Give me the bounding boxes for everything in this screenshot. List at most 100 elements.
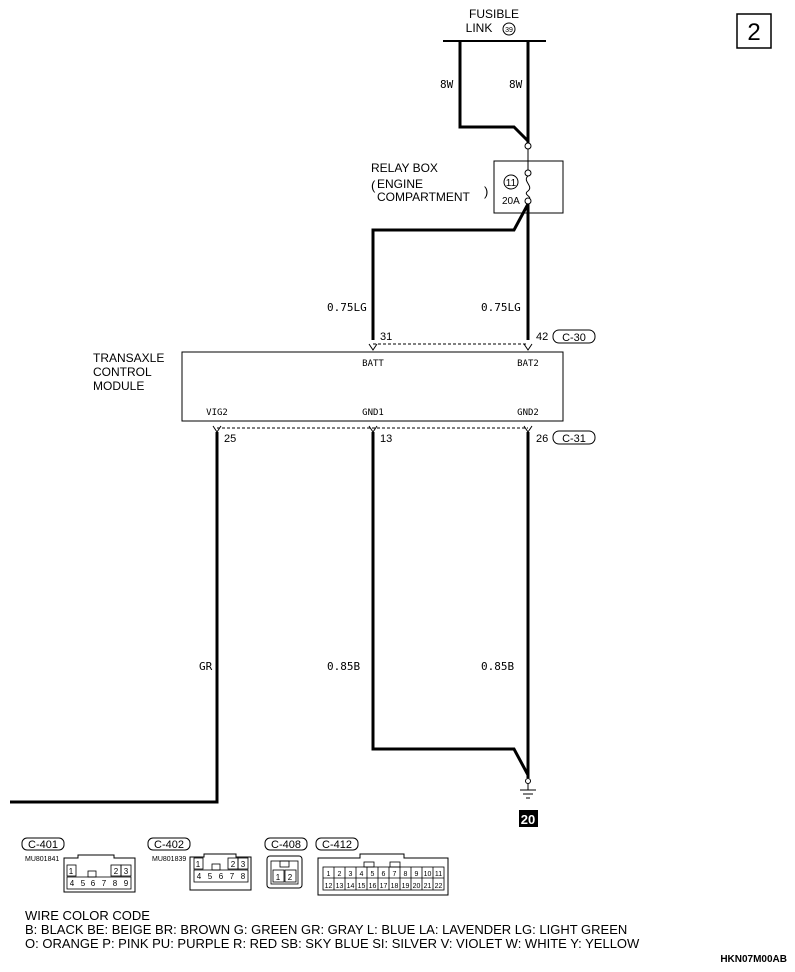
connector-view-c412-id: C-412 (322, 839, 352, 851)
connector-view-c401-part: MU801841 (25, 856, 59, 863)
connector-view-c408-id: C-408 (271, 839, 301, 851)
wire-color-code-line-1: B: BLACK BE: BEIGE BR: BROWN G: GREEN GR… (25, 922, 627, 937)
wire-label-085b-right: 0.85B (481, 660, 514, 673)
wire-color-code-line-2: O: ORANGE P: PINK PU: PURPLE R: RED SB: … (25, 936, 640, 951)
connector-view-c402-pin: 2 (231, 860, 236, 869)
module-terminal-gnd2: GND2 (517, 408, 539, 418)
connector-view-c401-pin: 3 (124, 867, 129, 876)
fusible-link-label-2: LINK (466, 21, 493, 35)
wire-gr (10, 432, 219, 804)
connector-view-c412-pin: 12 (325, 883, 333, 890)
connector-view-c412-shell (317, 853, 449, 896)
connector-c30: C-30 (562, 332, 586, 344)
connector-view-c401-badge (21, 837, 65, 851)
pin-42-marker (523, 343, 533, 351)
connector-view-c402: C-402 MU801839 1 2 3 4 5 6 7 8 (147, 837, 252, 891)
ground-terminal (525, 778, 531, 784)
connector-view-c402-pin: 8 (241, 872, 246, 881)
connector-view-c412-pin: 3 (349, 871, 353, 878)
relay-box-sub-2: COMPARTMENT (377, 190, 471, 204)
connector-view-c402-shell (189, 853, 252, 891)
connector-view-c401-pin: 1 (69, 867, 74, 876)
connector-view-c412-pin: 9 (415, 871, 419, 878)
connector-view-c412-pin: 2 (338, 871, 342, 878)
connector-view-c402-pin: 4 (197, 872, 202, 881)
module-terminal-gnd1: GND1 (362, 408, 384, 418)
connector-view-c401-pin: 5 (81, 879, 86, 888)
connector-view-c408: C-408 1 2 (264, 837, 308, 889)
wire-075lg-left (371, 203, 530, 340)
relay-box-paren-right: ) (484, 184, 488, 199)
page-number: 2 (747, 19, 760, 46)
connector-view-c412-pin: 15 (358, 883, 366, 890)
connector-view-c412-pin: 20 (413, 883, 421, 890)
connector-view-c402-pin: 1 (196, 860, 201, 869)
connector-view-c401-pin: 9 (124, 879, 129, 888)
module-label-2: CONTROL (93, 365, 152, 379)
connector-view-c412-badge (315, 837, 359, 851)
connector-view-c412-pin: 22 (435, 883, 443, 890)
connector-view-c412-pin: 16 (369, 883, 377, 890)
connector-view-c412-pin: 19 (402, 883, 410, 890)
connector-view-c401-pin: 8 (113, 879, 118, 888)
connector-view-c412-pin: 4 (360, 871, 364, 878)
page-number-box (736, 13, 772, 49)
ground-number-box (519, 810, 538, 827)
relay-box-title: RELAY BOX (371, 161, 438, 175)
connector-view-c401: C-401 MU801841 1 2 3 4 5 6 7 8 9 (21, 837, 136, 893)
connector-view-c402-id: C-402 (154, 839, 184, 851)
connector-view-c408-badge (264, 837, 308, 851)
module-terminal-vig2: VIG2 (206, 408, 228, 418)
wire-8w-left (458, 41, 530, 143)
connector-view-c412-pin: 13 (336, 883, 344, 890)
fuse-pin-bottom (524, 197, 532, 205)
connector-view-c412-pin: 18 (391, 883, 399, 890)
connector-c31-badge (552, 430, 596, 445)
pin-42: 42 (536, 331, 548, 343)
wire-label-gr: GR (199, 660, 213, 673)
module-label-1: TRANSAXLE (93, 351, 164, 365)
connector-c30-badge (552, 329, 596, 344)
fusible-link-label-1: FUSIBLE (469, 7, 519, 21)
connector-view-c408-pin: 1 (276, 873, 281, 882)
module-label-3: MODULE (93, 379, 144, 393)
wire-085b-mid (371, 432, 530, 776)
pin-13: 13 (380, 433, 392, 445)
fuse-rating: 20A (502, 196, 520, 207)
module-terminal-batt: BATT (362, 359, 384, 369)
connector-view-c412-pin: 10 (424, 871, 432, 878)
connector-view-c401-pin: 2 (114, 867, 119, 876)
relay-box-sub-1: ENGINE (377, 177, 423, 191)
fuse-pin-top (524, 169, 532, 177)
connector-c31: C-31 (562, 433, 586, 445)
fuse-symbol (525, 175, 531, 200)
fusible-link-number: 39 (505, 27, 513, 34)
fuse-terminal-top (524, 142, 532, 150)
connector-view-c412-pin: 8 (404, 871, 408, 878)
connector-view-c408-shell (266, 855, 303, 889)
wire-label-075lg-right: 0.75LG (481, 301, 521, 314)
connector-view-c412-pin: 11 (435, 871, 442, 878)
diagram-code: HKN07M00AB (720, 954, 787, 965)
module-terminal-bat2: BAT2 (517, 359, 539, 369)
pin-13-marker (368, 425, 378, 433)
connector-view-c412-pin: 14 (347, 883, 355, 890)
connector-view-c412-pin: 1 (327, 871, 331, 878)
connector-view-c401-pin: 4 (70, 879, 75, 888)
pin-31: 31 (380, 331, 392, 343)
pin-25: 25 (224, 433, 236, 445)
fuse-number-circle (503, 174, 519, 190)
relay-box-paren-left: ( (371, 178, 376, 193)
connector-view-c401-pin: 7 (102, 879, 107, 888)
connector-view-c412-pin: 21 (424, 883, 432, 890)
connector-view-c401-pin: 6 (91, 879, 96, 888)
connector-view-c402-part: MU801839 (152, 856, 186, 863)
fuse-number: 11 (506, 178, 517, 189)
fusible-link-number-circle (502, 22, 516, 36)
wire-label-075lg-left: 0.75LG (327, 301, 367, 314)
connector-view-c412-pin: 17 (380, 883, 388, 890)
connector-view-c402-pin: 7 (230, 872, 235, 881)
pin-31-marker (368, 343, 378, 351)
